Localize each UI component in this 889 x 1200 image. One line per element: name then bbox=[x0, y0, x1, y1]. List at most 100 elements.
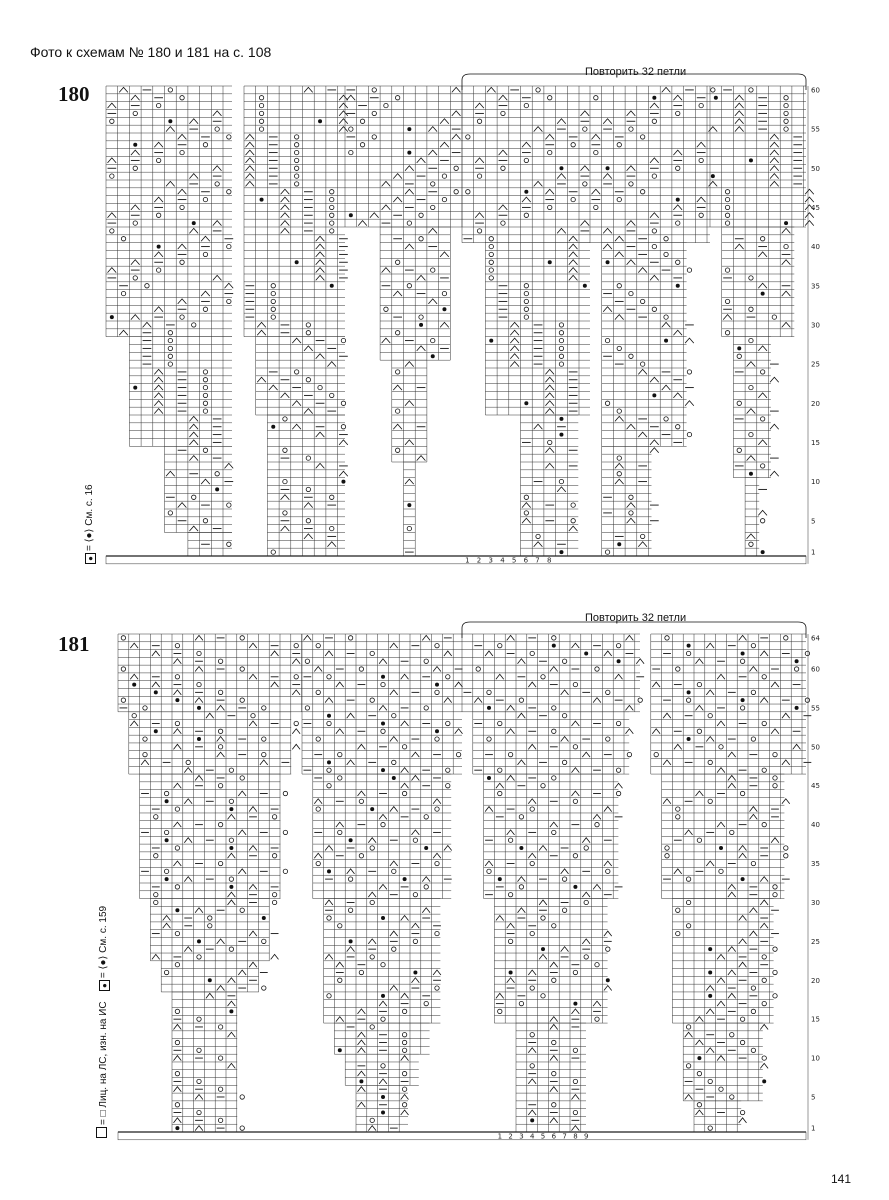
yarn-over-symbol bbox=[772, 752, 778, 758]
bobble-symbol bbox=[605, 260, 610, 265]
yarn-over-symbol bbox=[540, 993, 546, 999]
yarn-over-symbol bbox=[423, 884, 429, 890]
yarn-over-symbol bbox=[196, 681, 202, 688]
decrease-symbol bbox=[404, 439, 415, 446]
yarn-over-symbol bbox=[455, 752, 462, 758]
yarn-over-symbol bbox=[783, 243, 789, 250]
chart-block bbox=[515, 1022, 586, 1133]
decrease-symbol bbox=[151, 681, 161, 688]
decrease-symbol bbox=[177, 501, 187, 508]
decrease-symbol bbox=[591, 188, 601, 195]
decrease-symbol bbox=[649, 102, 660, 109]
bobble-symbol bbox=[719, 845, 723, 850]
yarn-over-symbol bbox=[640, 134, 646, 140]
yarn-over-symbol bbox=[675, 907, 681, 913]
yarn-over-symbol bbox=[156, 212, 162, 218]
yarn-over-symbol bbox=[261, 752, 267, 758]
decrease-symbol bbox=[716, 767, 726, 773]
yarn-over-symbol bbox=[772, 993, 778, 999]
decrease-symbol bbox=[545, 447, 555, 454]
decrease-symbol bbox=[404, 188, 415, 195]
yarn-over-symbol bbox=[441, 173, 448, 179]
decrease-symbol bbox=[451, 110, 461, 117]
stitch-number-label: 7 bbox=[562, 1132, 566, 1140]
yarn-over-symbol bbox=[395, 408, 401, 414]
decrease-symbol bbox=[769, 376, 780, 383]
yarn-over-symbol bbox=[518, 697, 525, 703]
bobble-symbol bbox=[327, 713, 331, 718]
yarn-over-symbol bbox=[167, 330, 173, 336]
decrease-symbol bbox=[454, 681, 463, 688]
yarn-over-symbol bbox=[340, 337, 347, 344]
decrease-symbol bbox=[357, 790, 366, 797]
decrease-symbol bbox=[560, 868, 569, 875]
page-number: 141 bbox=[830, 1172, 851, 1186]
bobble-symbol bbox=[370, 807, 375, 812]
decrease-symbol bbox=[549, 1023, 559, 1030]
decrease-symbol bbox=[571, 790, 580, 797]
decrease-symbol bbox=[416, 454, 426, 461]
decrease-symbol bbox=[400, 1109, 409, 1116]
decrease-symbol bbox=[411, 774, 420, 781]
decrease-symbol bbox=[759, 1062, 769, 1069]
yarn-over-symbol bbox=[218, 783, 224, 789]
row-number-label: 40 bbox=[811, 821, 820, 829]
chart-block bbox=[709, 85, 815, 228]
decrease-symbol bbox=[705, 984, 715, 991]
decrease-symbol bbox=[248, 642, 258, 649]
yarn-over-symbol bbox=[371, 134, 377, 140]
decrease-symbol bbox=[625, 728, 634, 735]
yarn-over-symbol bbox=[326, 993, 332, 999]
decrease-symbol bbox=[237, 969, 247, 976]
decrease-symbol bbox=[495, 673, 505, 680]
decrease-symbol bbox=[381, 266, 391, 273]
decrease-symbol bbox=[237, 868, 247, 875]
yarn-over-symbol bbox=[739, 1109, 746, 1116]
yarn-over-symbol bbox=[305, 330, 311, 336]
yarn-over-symbol bbox=[570, 502, 576, 508]
decrease-symbol bbox=[592, 883, 602, 890]
bobble-symbol bbox=[175, 908, 180, 913]
decrease-symbol bbox=[727, 782, 737, 789]
yarn-over-symbol bbox=[218, 1024, 224, 1030]
yarn-over-symbol bbox=[696, 1071, 703, 1077]
decrease-symbol bbox=[400, 1054, 409, 1061]
yarn-over-symbol bbox=[640, 298, 646, 305]
yarn-over-symbol bbox=[282, 868, 288, 874]
yarn-over-symbol bbox=[369, 1024, 375, 1030]
bobble-symbol bbox=[413, 970, 418, 975]
yarn-over-symbol bbox=[686, 369, 693, 375]
yarn-over-symbol bbox=[174, 930, 180, 937]
bobble-symbol bbox=[760, 550, 765, 555]
decrease-symbol bbox=[151, 953, 161, 960]
yarn-over-symbol bbox=[748, 87, 754, 93]
yarn-over-symbol bbox=[218, 689, 224, 695]
yarn-over-symbol bbox=[476, 228, 483, 234]
yarn-over-symbol bbox=[218, 744, 224, 750]
decrease-symbol bbox=[381, 337, 391, 344]
decrease-symbol bbox=[738, 1117, 747, 1124]
yarn-over-symbol bbox=[380, 1016, 386, 1022]
decrease-symbol bbox=[173, 821, 182, 828]
bobble-symbol bbox=[424, 845, 429, 850]
yarn-over-symbol bbox=[558, 322, 565, 328]
decrease-symbol bbox=[173, 782, 182, 789]
yarn-over-symbol bbox=[120, 635, 127, 641]
decrease-symbol bbox=[245, 141, 255, 148]
decrease-symbol bbox=[517, 759, 526, 766]
decrease-symbol bbox=[177, 188, 187, 195]
decrease-symbol bbox=[256, 376, 267, 383]
decrease-symbol bbox=[538, 899, 548, 906]
yarn-over-symbol bbox=[445, 674, 451, 680]
decrease-symbol bbox=[749, 813, 758, 820]
yarn-over-symbol bbox=[547, 204, 553, 211]
yarn-over-symbol bbox=[282, 447, 288, 453]
chart-181-number: 181 bbox=[58, 632, 90, 656]
bobble-symbol bbox=[407, 503, 412, 508]
decrease-symbol bbox=[738, 914, 747, 921]
decrease-symbol bbox=[527, 798, 537, 805]
decrease-symbol bbox=[400, 1093, 409, 1100]
bobble-symbol bbox=[191, 221, 196, 226]
yarn-over-symbol bbox=[207, 923, 213, 929]
